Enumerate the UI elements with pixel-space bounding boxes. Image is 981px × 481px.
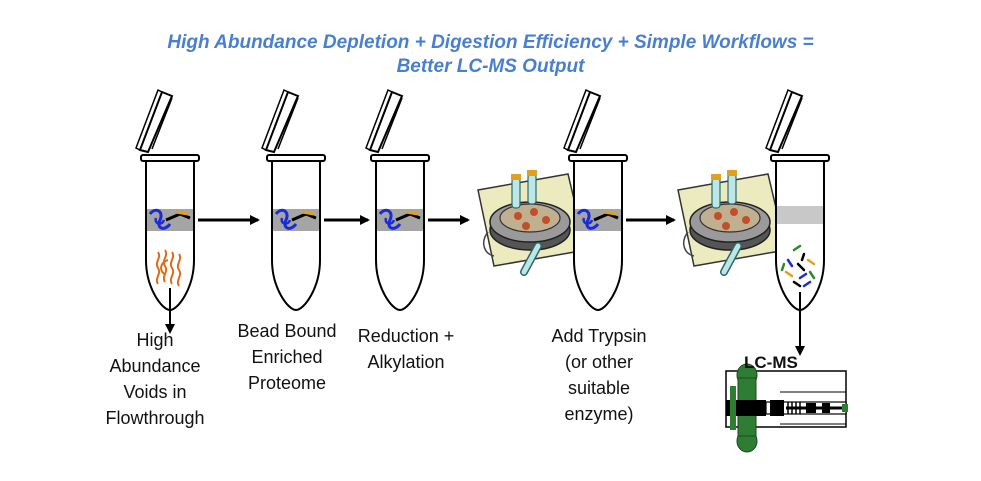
bead-band xyxy=(777,206,823,224)
tube-icon xyxy=(261,89,326,311)
tube-body xyxy=(140,154,200,311)
title-line-1: High Abundance Depletion + Digestion Eff… xyxy=(167,32,814,53)
lc-ms-instrument-icon xyxy=(725,363,848,453)
tube-body xyxy=(370,154,430,311)
tube-icon xyxy=(563,89,628,311)
diagram-title: High Abundance Depletion + Digestion Eff… xyxy=(0,31,981,79)
tube-lid xyxy=(261,89,299,153)
tube-lid xyxy=(563,89,601,153)
protein-icon xyxy=(155,249,182,287)
caption-step1: High Abundance Voids in Flowthrough xyxy=(105,330,205,428)
tube-icon xyxy=(135,89,200,334)
tube-lid xyxy=(765,89,803,153)
bead-band xyxy=(145,207,195,233)
heater-block-icon xyxy=(478,170,586,272)
heater-block-icon xyxy=(678,170,786,272)
bead-band xyxy=(375,207,425,233)
caption-step3: Reduction + Alkylation xyxy=(357,326,455,372)
tube-lid xyxy=(365,89,403,153)
tube-body xyxy=(568,154,628,311)
lc-ms-label: LC-MS xyxy=(744,353,798,372)
peptide-fragments-icon xyxy=(780,244,816,288)
tube-icon xyxy=(765,89,830,356)
tube-lid xyxy=(135,89,173,153)
tube-icon xyxy=(365,89,430,311)
caption-step4: Add Trypsin (or other suitable enzyme) xyxy=(551,326,647,424)
tube-body xyxy=(266,154,326,311)
bead-band xyxy=(573,207,623,233)
bead-band xyxy=(271,207,321,233)
title-line-2: Better LC-MS Output xyxy=(396,56,585,77)
caption-step2: Bead Bound Enriched Proteome xyxy=(237,321,337,393)
